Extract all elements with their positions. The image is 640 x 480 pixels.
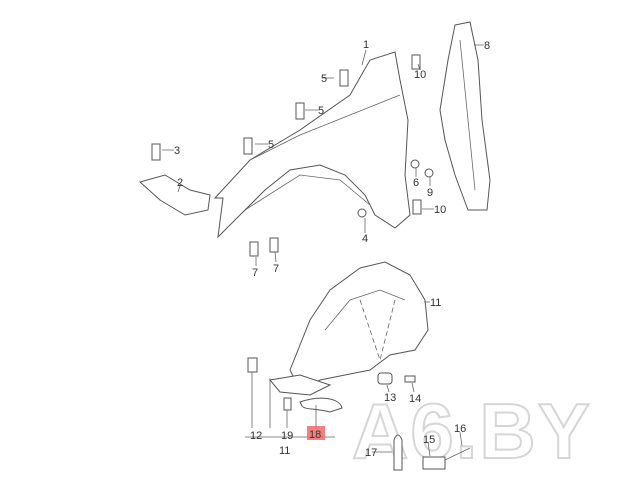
label-14[interactable]: 14: [409, 393, 421, 405]
clip-part-19[interactable]: [283, 397, 292, 411]
label-10[interactable]: 10: [414, 69, 426, 81]
label-3[interactable]: 3: [174, 145, 180, 157]
panel-part-8[interactable]: [439, 21, 491, 211]
label-19[interactable]: 19: [281, 430, 293, 442]
label-9[interactable]: 9: [427, 187, 433, 199]
label-5[interactable]: 5: [268, 139, 274, 151]
label-5[interactable]: 5: [321, 73, 327, 85]
bracket-part-2[interactable]: [138, 174, 211, 216]
nut-part-13[interactable]: [377, 372, 393, 385]
label-5[interactable]: 5: [318, 105, 324, 117]
label-17[interactable]: 17: [365, 447, 377, 459]
label-8[interactable]: 8: [484, 40, 490, 52]
bolts: [151, 54, 434, 383]
wheel-liner-part-11[interactable]: [289, 261, 429, 391]
watermark: A6.BY: [352, 387, 592, 475]
label-2[interactable]: 2: [177, 177, 183, 189]
label-1[interactable]: 1: [363, 39, 369, 51]
label-4[interactable]: 4: [362, 233, 368, 245]
highlight-18: [307, 426, 325, 440]
leader-lines: [162, 44, 484, 457]
label-7[interactable]: 7: [273, 263, 279, 275]
label-15[interactable]: 15: [423, 434, 435, 446]
fender-part-1[interactable]: [213, 51, 411, 239]
clip-part-12[interactable]: [247, 357, 258, 373]
label-7[interactable]: 7: [252, 267, 258, 279]
label-11[interactable]: 11: [430, 297, 441, 309]
connector-part-15[interactable]: [422, 456, 446, 470]
label-13[interactable]: 13: [384, 392, 396, 404]
label-12[interactable]: 12: [250, 430, 262, 442]
plug-part-17[interactable]: [393, 434, 403, 471]
label-18[interactable]: 18: [309, 429, 321, 441]
spoiler-part[interactable]: [269, 374, 332, 396]
label-11[interactable]: 11: [279, 445, 290, 457]
wire-part-16: [444, 447, 471, 461]
seal-part-18[interactable]: [299, 397, 343, 413]
label-6[interactable]: 6: [413, 177, 419, 189]
label-16[interactable]: 16: [454, 423, 466, 435]
label-10[interactable]: 10: [434, 204, 446, 216]
